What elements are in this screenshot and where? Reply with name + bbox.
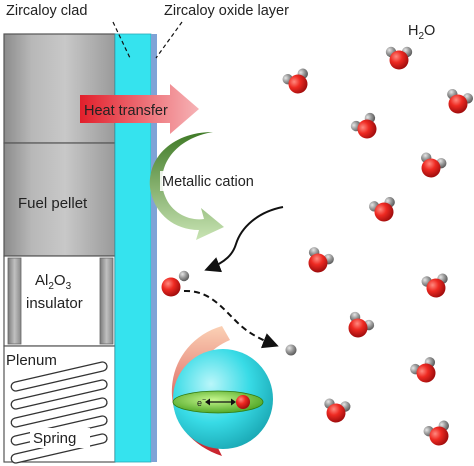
water-molecule-icon	[281, 67, 314, 98]
heat-transfer-arrow	[80, 84, 199, 134]
water-molecule-icon	[348, 110, 384, 144]
insulator-formula-label: Al2O3	[35, 272, 72, 292]
water-molecules	[281, 46, 474, 450]
hydroxide-icon	[161, 270, 190, 297]
zircaloy-oxide-layer	[151, 34, 157, 462]
water-molecule-icon	[385, 46, 413, 70]
water-molecule-icon	[420, 272, 451, 300]
upper-pellet	[3, 33, 116, 144]
electron-label: e−	[197, 397, 206, 408]
hydrogen-atom-icon	[285, 344, 297, 356]
water-molecule-icon	[302, 245, 336, 278]
insulator-wall-left	[7, 257, 22, 345]
oxide-label: Zircaloy oxide layer	[164, 3, 289, 19]
insulator	[3, 255, 116, 347]
adsorption-arrow	[204, 206, 284, 273]
water-molecule-icon	[341, 309, 377, 343]
cation-label-bg	[160, 171, 268, 191]
water-molecule-icon	[367, 195, 400, 225]
diffusion-arrow	[183, 289, 279, 349]
ion-sphere-icon: e−	[172, 349, 273, 449]
water-molecule-icon	[442, 87, 474, 117]
water-molecule-icon	[321, 397, 352, 425]
oxide-leader	[155, 21, 183, 59]
clad-label: Zircaloy clad	[6, 3, 87, 19]
insulator-label: insulator	[26, 295, 83, 312]
metallic-cation-arrow	[149, 132, 224, 240]
spring-label-bg	[30, 428, 90, 448]
water-molecule-icon	[422, 419, 455, 450]
spring-label: Spring	[33, 430, 76, 447]
water-molecule-icon	[408, 355, 442, 388]
fuel-pellet	[3, 142, 116, 257]
insulator-wall-right	[99, 257, 114, 345]
water-molecule-icon	[415, 151, 448, 182]
water-label: H2O	[408, 23, 435, 42]
fuel-pellet-label: Fuel pellet	[18, 195, 88, 212]
plenum-label: Plenum	[6, 352, 57, 369]
heat-transfer-label: Heat transfer	[84, 103, 168, 119]
cation-label: Metallic cation	[162, 174, 254, 190]
